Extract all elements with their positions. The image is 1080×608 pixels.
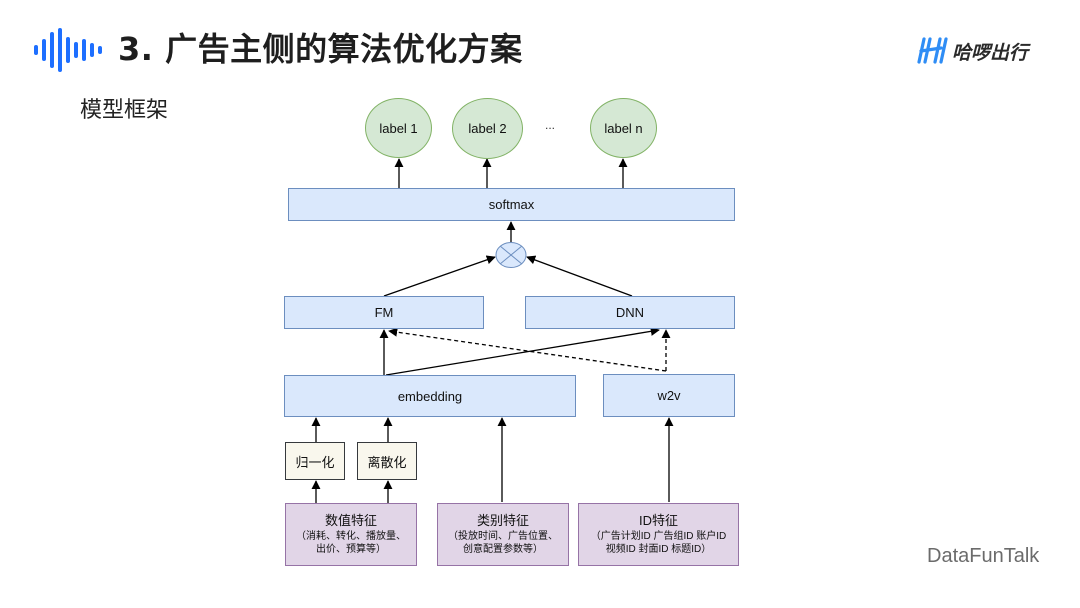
discretize-step: 离散化 <box>357 442 417 480</box>
fm-layer: FM <box>284 296 484 329</box>
numeric-features: 数值特征 （消耗、转化、播放量、 出价、预算等） <box>285 503 417 566</box>
id-features-title: ID特征 <box>638 513 678 529</box>
product-cross-icon <box>495 242 527 268</box>
id-features: ID特征 （广告计划ID 广告组ID 账户ID 视频ID 封面ID 标题ID） <box>578 503 739 566</box>
audio-wave-icon <box>34 28 102 72</box>
hellobike-logo-icon <box>917 37 948 64</box>
softmax-layer: softmax <box>288 188 735 221</box>
id-features-detail-1: （广告计划ID 广告组ID 账户ID <box>590 530 727 542</box>
w2v-layer: w2v <box>603 374 735 417</box>
section-subtitle: 模型框架 <box>80 98 169 123</box>
label-node-2: label 2 <box>452 98 523 159</box>
labels-ellipsis: ... <box>545 118 556 132</box>
arrow-embedding-dnn <box>385 326 660 376</box>
dnn-layer: DNN <box>525 296 735 329</box>
watermark: DataFunTalk <box>927 545 1040 567</box>
page-title: 3. 广告主侧的算法优化方案 <box>118 30 523 68</box>
arrow-dnn-product <box>526 255 633 297</box>
id-features-detail-2: 视频ID 封面ID 标题ID） <box>605 544 712 556</box>
numeric-features-detail-2: 出价、预算等） <box>316 544 386 556</box>
brand-name: 哈啰出行 <box>952 42 1029 64</box>
label-node-n: label n <box>590 98 657 158</box>
normalize-step: 归一化 <box>285 442 345 480</box>
arrow-w2v-fm <box>388 327 667 372</box>
numeric-features-title: 数值特征 <box>324 513 377 529</box>
numeric-features-detail-1: （消耗、转化、播放量、 <box>296 530 406 542</box>
categorical-features: 类别特征 （投放时间、广告位置、 创意配置参数等） <box>437 503 569 566</box>
categorical-features-detail-2: 创意配置参数等） <box>463 544 543 556</box>
label-node-1: label 1 <box>365 98 432 158</box>
embedding-layer: embedding <box>284 375 576 417</box>
categorical-features-detail-1: （投放时间、广告位置、 <box>448 530 558 542</box>
categorical-features-title: 类别特征 <box>476 513 529 529</box>
arrow-fm-product <box>383 255 496 297</box>
